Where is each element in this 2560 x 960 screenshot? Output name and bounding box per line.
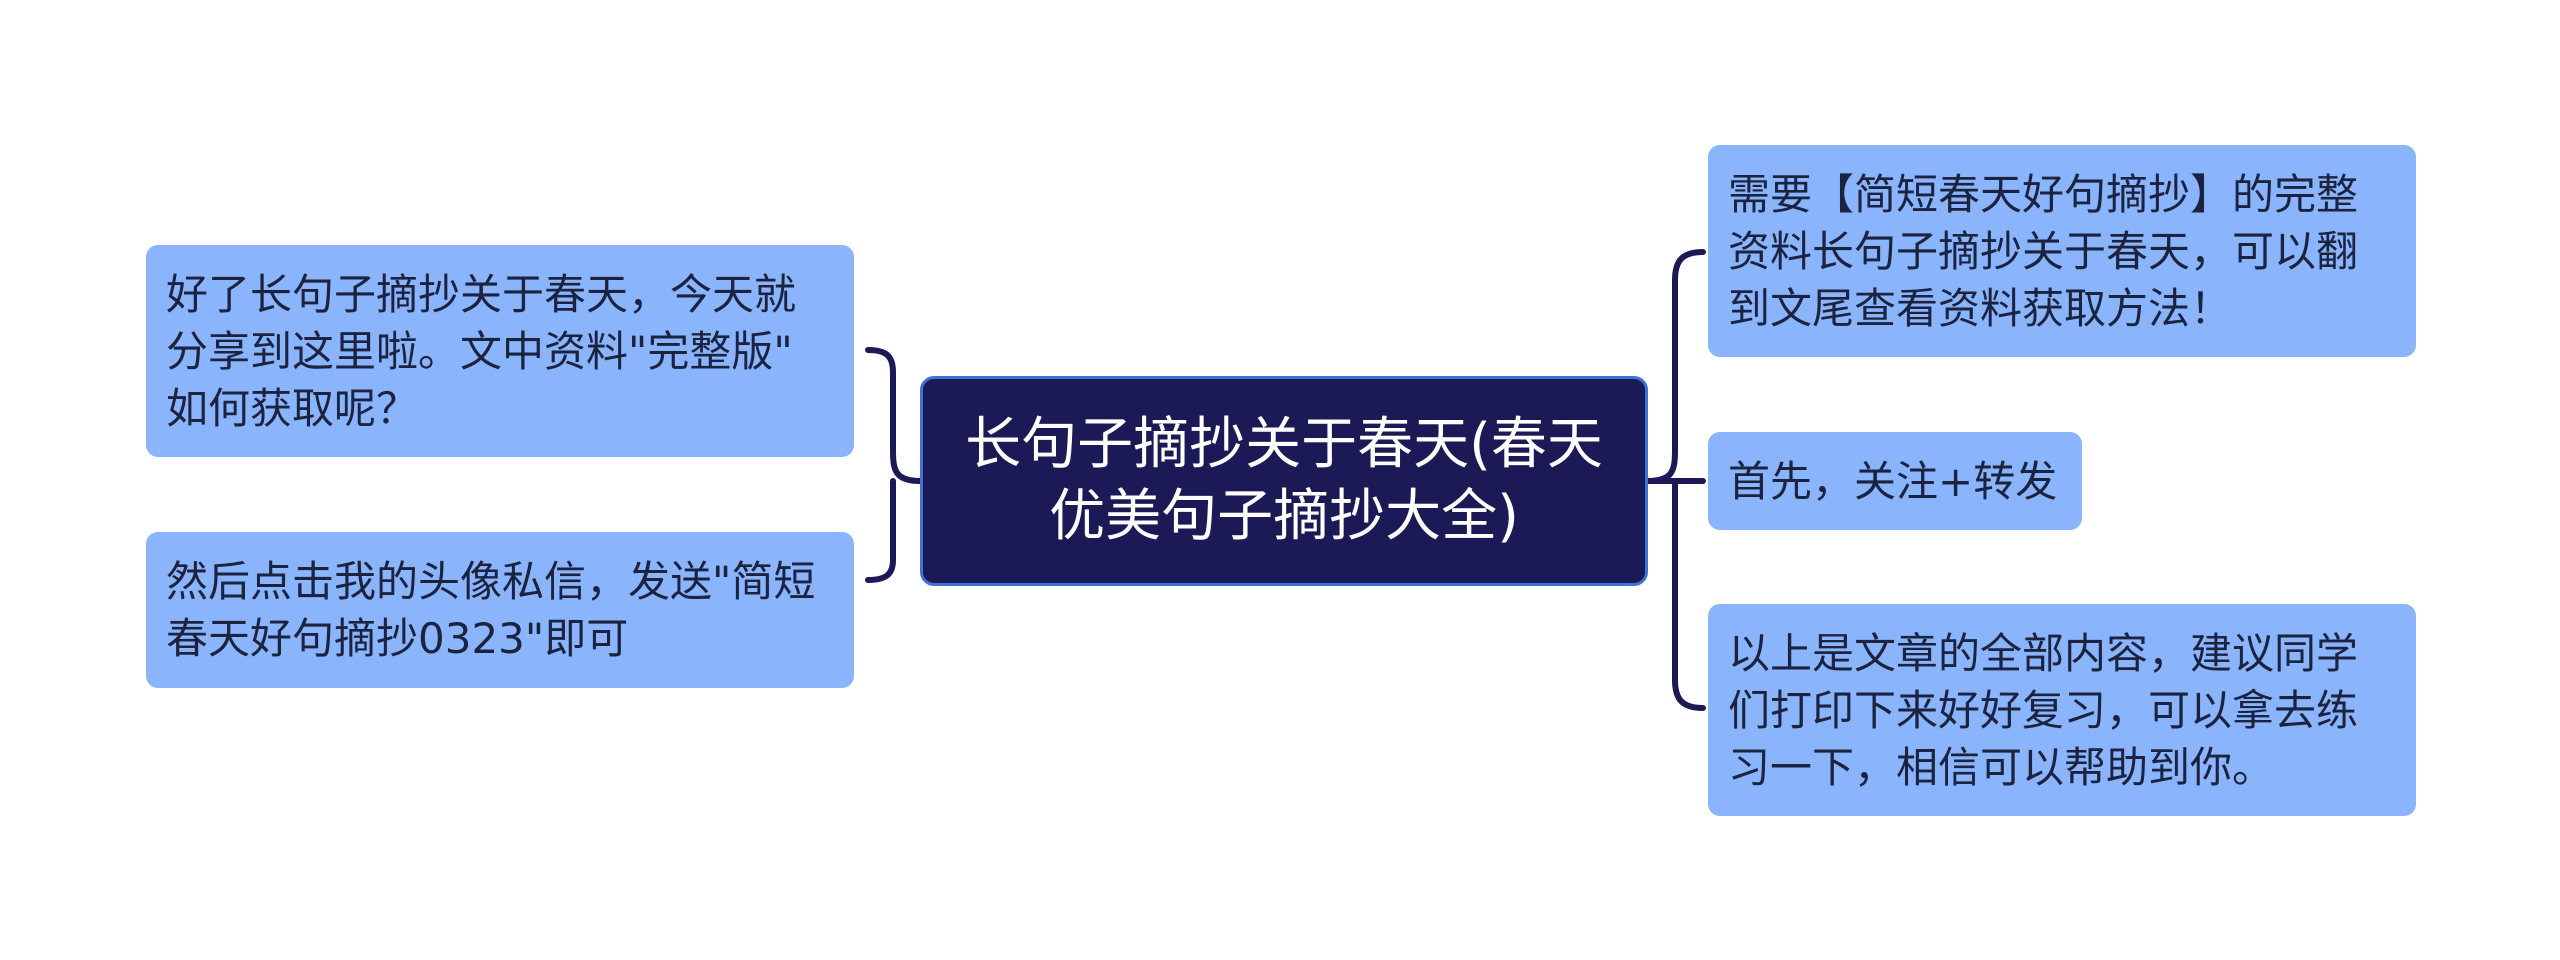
central-topic-text: 长句子摘抄关于春天(春天 优美句子摘抄大全)	[965, 412, 1603, 549]
left-node-2-text: 然后点击我的头像私信，发送"简短 春天好句摘抄0323"即可	[166, 557, 816, 663]
left-node-1-text: 好了长句子摘抄关于春天，今天就 分享到这里啦。文中资料"完整版" 如何获取呢？	[166, 269, 797, 433]
right-node-3[interactable]: 以上是文章的全部内容，建议同学 们打印下来好好复习，可以拿去练 习一下，相信可以…	[1708, 604, 2416, 816]
right-node-2-text: 首先，关注+转发	[1728, 456, 2058, 506]
left-node-1[interactable]: 好了长句子摘抄关于春天，今天就 分享到这里啦。文中资料"完整版" 如何获取呢？	[146, 245, 854, 457]
right-node-1[interactable]: 需要【简短春天好句摘抄】的完整 资料长句子摘抄关于春天，可以翻 到文尾查看资料获…	[1708, 145, 2416, 357]
right-node-1-text: 需要【简短春天好句摘抄】的完整 资料长句子摘抄关于春天，可以翻 到文尾查看资料获…	[1728, 169, 2359, 333]
left-node-2[interactable]: 然后点击我的头像私信，发送"简短 春天好句摘抄0323"即可	[146, 532, 854, 688]
central-topic[interactable]: 长句子摘抄关于春天(春天 优美句子摘抄大全)	[920, 376, 1648, 586]
left-connector	[865, 347, 923, 583]
right-node-2[interactable]: 首先，关注+转发	[1708, 432, 2082, 530]
right-node-3-text: 以上是文章的全部内容，建议同学 们打印下来好好复习，可以拿去练 习一下，相信可以…	[1728, 628, 2359, 792]
right-connector	[1645, 249, 1706, 711]
